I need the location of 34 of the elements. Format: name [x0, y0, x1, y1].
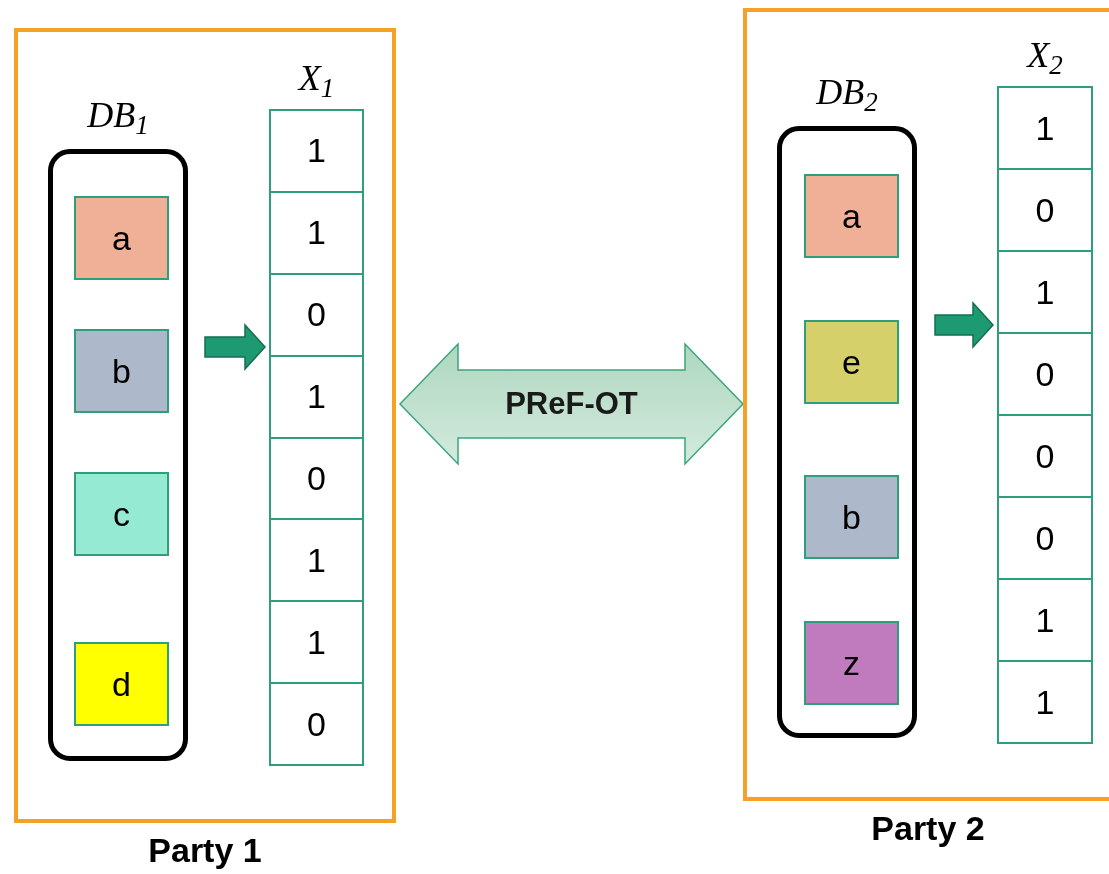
bit-cell: 1 [269, 518, 364, 603]
bit-cell: 1 [269, 109, 364, 193]
record-box: b [804, 475, 899, 559]
database-label: DB$_{2}$ [815, 71, 879, 119]
double-arrow [398, 342, 745, 466]
record-box: b [74, 329, 169, 413]
bit-cell: 1 [997, 250, 1093, 334]
record-box: z [804, 621, 899, 705]
bit-cell: 0 [997, 332, 1093, 416]
vector-label: X$_{2}$ [1025, 34, 1064, 82]
block-arrow [934, 301, 994, 349]
bit-cell: 1 [269, 600, 364, 685]
record-box: e [804, 320, 899, 404]
bit-cell: 0 [997, 168, 1093, 252]
bit-cell: 0 [269, 436, 364, 521]
record-box: a [804, 174, 899, 258]
bit-cell: 1 [997, 660, 1093, 744]
party-label: Party 2 [870, 808, 986, 849]
edge-label: PReF-OT [505, 384, 638, 423]
record-box: c [74, 472, 169, 556]
bit-cell: 0 [269, 272, 364, 357]
bit-cell: 1 [997, 578, 1093, 662]
block-arrow [204, 323, 266, 371]
record-box: d [74, 642, 169, 726]
bit-cell: 0 [269, 682, 364, 766]
record-box: a [74, 196, 169, 280]
bit-cell: 1 [269, 190, 364, 275]
bit-cell: 1 [269, 354, 364, 439]
bit-cell: 1 [997, 86, 1093, 170]
bit-cell: 0 [997, 496, 1093, 580]
vector-label: X$_{1}$ [296, 57, 336, 105]
party-label: Party 1 [147, 830, 263, 871]
bit-cell: 0 [997, 414, 1093, 498]
database-label: DB$_{1}$ [86, 94, 150, 142]
